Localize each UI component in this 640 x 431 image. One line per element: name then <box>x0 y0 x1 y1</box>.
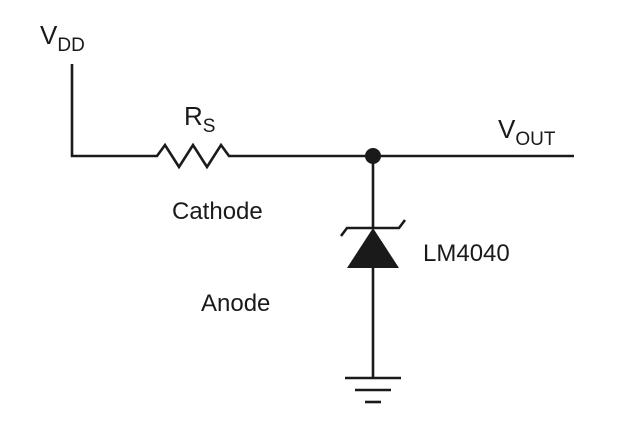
part-number-label: LM4040 <box>423 240 510 267</box>
ground-icon <box>345 376 401 404</box>
rs-label: RS <box>184 101 215 137</box>
rs-label-subscript: S <box>203 116 216 137</box>
cathode-label: Cathode <box>172 198 263 225</box>
anode-label: Anode <box>201 290 270 317</box>
vdd-label-main: V <box>40 20 58 50</box>
vdd-wire <box>70 64 132 158</box>
vout-label: VOUT <box>498 114 556 150</box>
vout-label-main: V <box>498 114 516 144</box>
vout-label-subscript: OUT <box>515 129 556 150</box>
rs-label-main: R <box>184 101 203 131</box>
vdd-label: VDD <box>40 20 85 56</box>
resistor-rs <box>132 142 258 170</box>
zener-diode-triangle <box>347 228 399 268</box>
vdd-label-subscript: DD <box>57 35 84 56</box>
